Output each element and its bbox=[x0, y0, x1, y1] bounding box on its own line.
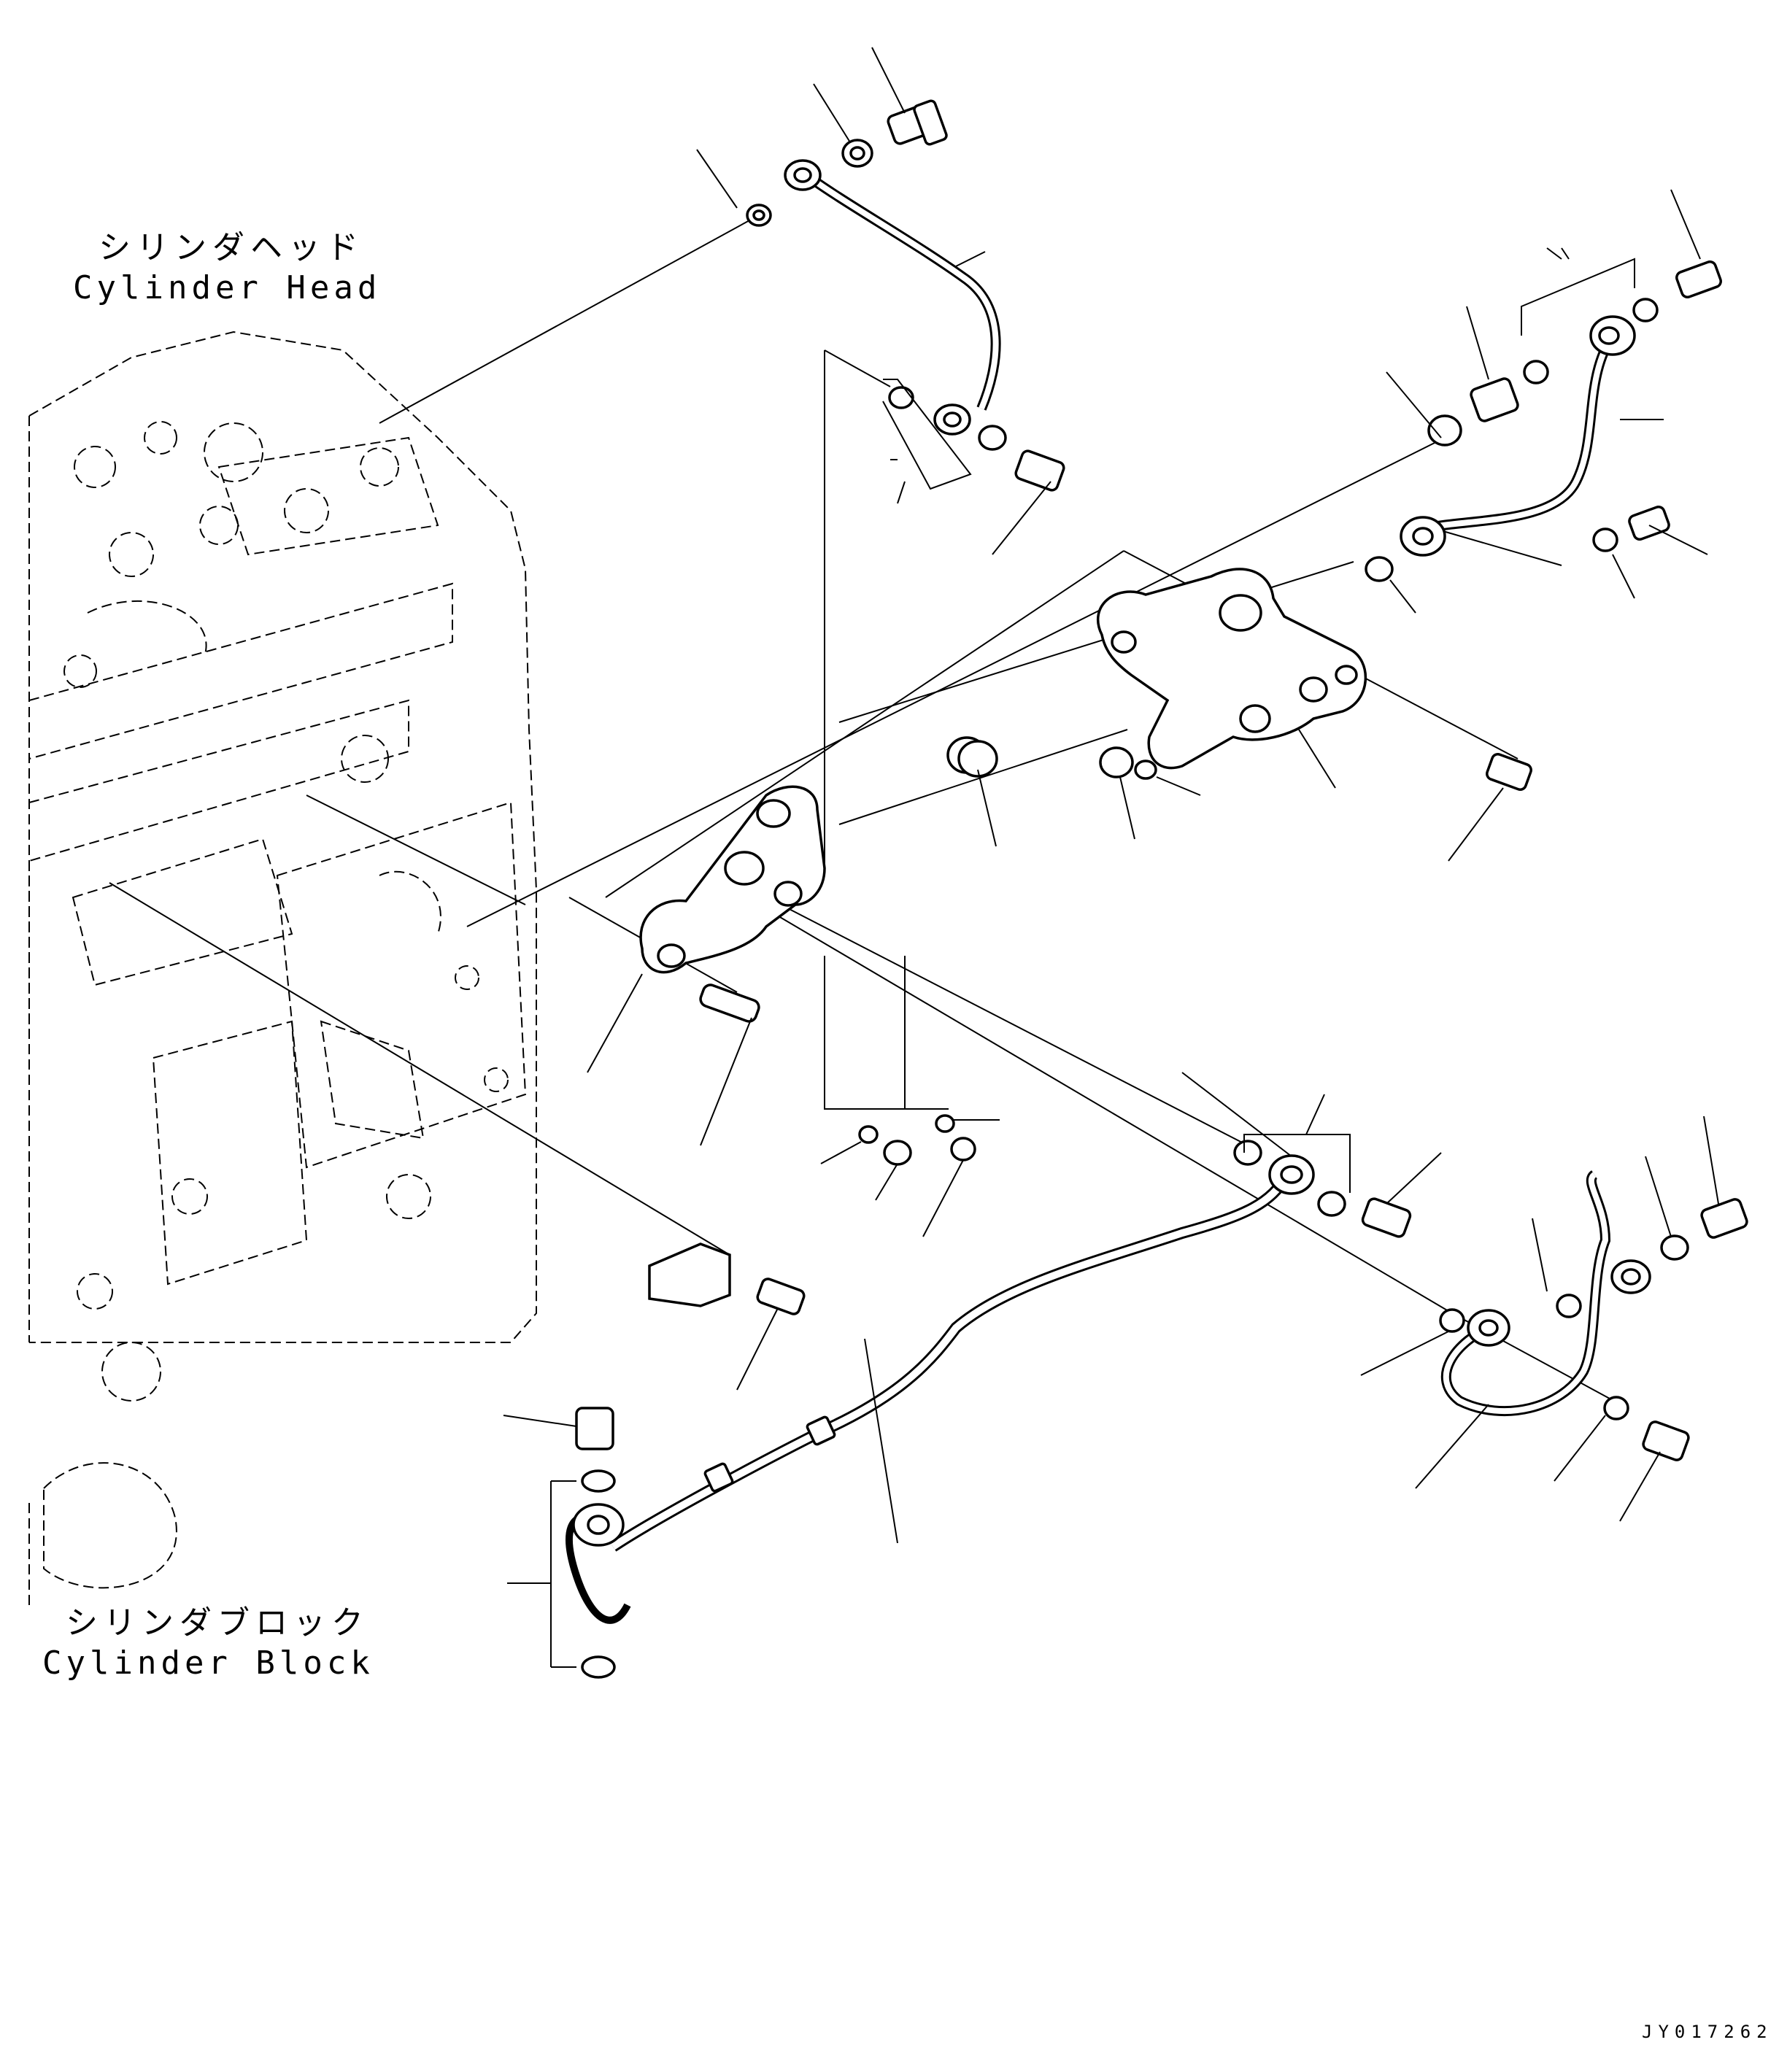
oil-valve-block bbox=[639, 785, 976, 1166]
leader-lines bbox=[109, 214, 1628, 1409]
long-oil-tube bbox=[609, 1140, 1412, 1552]
engine-block-outline bbox=[28, 330, 537, 1605]
cylinder-block-label-en: Cylinder Block bbox=[42, 1644, 374, 1682]
callout-leaders bbox=[503, 47, 1719, 1668]
drawing-code: JY017262 bbox=[1642, 2022, 1773, 2042]
clamp-bracket bbox=[648, 1242, 806, 1315]
right-upper-oil-tube bbox=[1365, 260, 1722, 582]
cylinder-head-label-en: Cylinder Head bbox=[73, 269, 382, 306]
mounting-bracket bbox=[946, 568, 1532, 791]
cylinder-head-label-jp: シリンダヘッド bbox=[99, 229, 364, 266]
cylinder-block-label-jp: シリンダブロック bbox=[66, 1604, 369, 1642]
upper-washers-and-bolt bbox=[746, 99, 1065, 492]
lower-banjo-fitting bbox=[550, 1407, 631, 1679]
upper-oil-tube bbox=[784, 159, 1001, 436]
right-lower-oil-tube bbox=[1439, 1170, 1748, 1461]
